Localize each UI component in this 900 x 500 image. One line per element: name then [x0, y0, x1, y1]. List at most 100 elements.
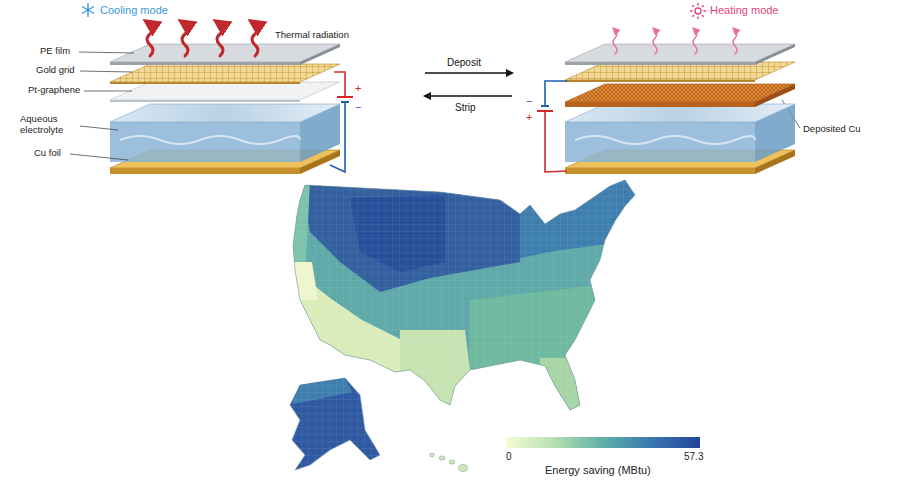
layer-label: Pt-graphene [28, 85, 80, 96]
heating-device-part [565, 62, 795, 80]
heating-device-part [565, 168, 755, 174]
leader-lines-part [70, 154, 128, 160]
callout-label-holder: Thermal radiation [275, 30, 349, 41]
legend-tick-holder: 57.3 [684, 451, 703, 463]
layer-label: PE film [40, 46, 70, 57]
weak-radiation-arrows [613, 30, 737, 54]
cooling-device-part [110, 104, 340, 122]
weak-radiation-arrows-part [693, 30, 697, 54]
thermal-radiation-arrows-part [147, 24, 153, 56]
circuit-wire [330, 72, 353, 172]
layer-label-holder: Aqueous electrolyte [20, 114, 78, 136]
polarity-sign-holder: + [355, 82, 361, 95]
polarity-sign: − [355, 101, 361, 114]
color-bar [506, 437, 700, 448]
heating-device-part [565, 80, 755, 82]
heating-device-part [565, 44, 795, 62]
cooling-device-part [110, 168, 300, 174]
mode-title: Heating mode [710, 4, 779, 17]
thermal-radiation-arrows-part [217, 24, 223, 56]
legend-title: Energy saving (MBtu) [545, 464, 651, 477]
sun-icon [690, 3, 706, 19]
mode-title-holder: Cooling mode [100, 4, 168, 17]
layer-label: Deposited Cu [803, 124, 861, 135]
weak-radiation-arrows-part [653, 30, 657, 54]
heating-device-part [565, 62, 755, 65]
weak-radiation-arrows-part [613, 30, 617, 54]
circuit-wire-part [545, 111, 567, 172]
us-map-part [293, 180, 635, 410]
layer-label: Cu foil [34, 148, 61, 159]
layer-label-holder: Pt-graphene [28, 85, 80, 96]
thermal-radiation-arrows-part [182, 24, 188, 56]
process-label-holder: Deposit [447, 57, 481, 69]
polarity-sign-holder: − [355, 101, 361, 114]
alaska-part [290, 378, 380, 470]
legend-title-holder: Energy saving (MBtu) [545, 464, 651, 477]
cooling-device-part [110, 82, 300, 84]
cooling-device-part [300, 44, 340, 65]
sun-icon-part [690, 3, 706, 19]
circuit-wire [537, 81, 567, 172]
polarity-sign: − [526, 95, 532, 108]
process-arrow [425, 73, 512, 96]
polarity-sign-holder: + [526, 111, 532, 124]
circuit-wire-part [334, 72, 345, 97]
cooling-device-part [110, 64, 340, 82]
leader-lines-part [84, 91, 132, 92]
hawaii-part [449, 460, 455, 464]
leader-lines-part [79, 52, 134, 53]
snowflake-icon-part [82, 3, 94, 17]
process-label: Deposit [447, 57, 481, 69]
heating-device-part [575, 136, 755, 144]
leader-lines-part [80, 126, 118, 130]
mode-title-holder: Heating mode [710, 4, 779, 17]
snowflake-icon [82, 3, 94, 17]
hawaii-part [439, 456, 445, 460]
layer-label-holder: Gold grid [36, 65, 75, 76]
process-label-holder: Strip [455, 102, 476, 114]
cooling-device-part [110, 122, 300, 162]
layer-label-holder: Cu foil [34, 148, 61, 159]
layer-label: Gold grid [36, 65, 75, 76]
process-arrow-part [425, 72, 512, 74]
legend-tick: 57.3 [684, 451, 703, 463]
circuit-wire-part [545, 81, 567, 106]
circuit-wire-part [330, 102, 345, 172]
circuit-wire-part [541, 105, 549, 107]
thermal-radiation-arrows-part [252, 24, 258, 56]
heating-device-part [565, 84, 795, 102]
cooling-device-part [120, 136, 300, 144]
callout-label: Thermal radiation [275, 30, 349, 41]
layer-label: Aqueous electrolyte [20, 114, 78, 136]
hawaii-part [430, 453, 435, 457]
circuit-wire-part [337, 96, 353, 98]
process-arrow-part [425, 95, 512, 97]
sun-icon-part [695, 8, 701, 14]
polarity-sign: + [355, 82, 361, 95]
heating-device-part [565, 122, 755, 162]
polarity-sign-holder: − [526, 95, 532, 108]
alaska-part [290, 378, 380, 470]
process-label: Strip [455, 102, 476, 114]
cooling-device-part [110, 44, 340, 62]
hawaii [430, 453, 468, 471]
weak-radiation-arrows-part [733, 30, 737, 54]
thermal-radiation-arrows [147, 24, 258, 56]
heating-device-part [755, 44, 795, 65]
polarity-sign: + [526, 111, 532, 124]
layer-label-holder: PE film [40, 46, 70, 57]
layer-label-holder: Deposited Cu [803, 124, 861, 135]
cooling-device [110, 44, 340, 174]
mode-title: Cooling mode [100, 4, 168, 17]
legend-tick-holder: 0 [506, 451, 512, 463]
heating-device-part [565, 102, 755, 107]
heating-device-part [755, 84, 795, 107]
cooling-device-part [110, 100, 300, 102]
us-map [280, 170, 650, 472]
leader-lines-part [80, 71, 132, 72]
cooling-device-part [110, 62, 300, 65]
legend-tick: 0 [506, 451, 512, 463]
